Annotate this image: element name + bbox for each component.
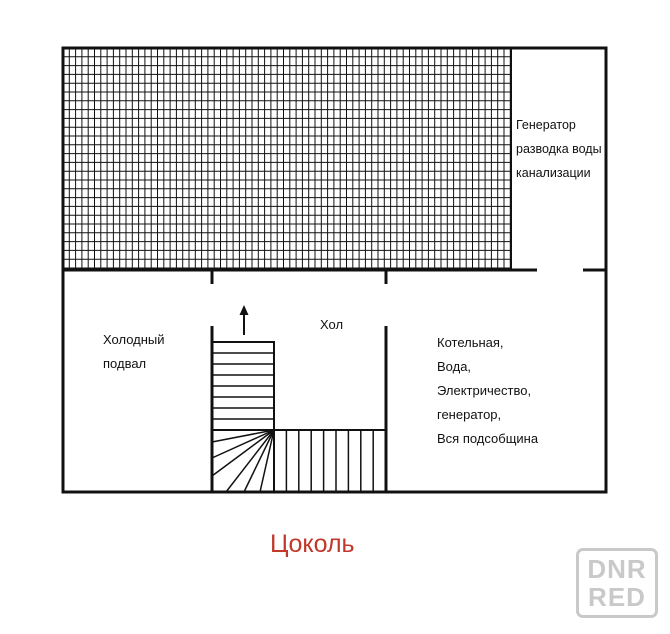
cold-cellar-line: подвал (103, 356, 147, 371)
boiler-room-line: Вода, (437, 359, 472, 374)
hall-label-text: Хол (320, 317, 344, 332)
watermark-logo: DNR RED (576, 548, 658, 618)
cold-cellar-line: Холодный (103, 332, 165, 347)
cold-cellar-label: Холодный подвал (103, 328, 165, 376)
stair-tread (243, 429, 275, 493)
stair-flight-lower (273, 429, 387, 493)
stair-tread (211, 429, 275, 477)
boiler-room-label: Котельная, Вода, Электричество, генерато… (437, 331, 538, 451)
stair-tread (225, 429, 275, 493)
hatched-area (62, 47, 511, 270)
stair-steps-upper (212, 352, 274, 420)
utility-room-line: разводка воды (516, 142, 602, 156)
stair-tread (211, 429, 275, 443)
stair-winder-steps (211, 429, 275, 493)
boiler-room-line: Вся подсобщина (437, 431, 539, 446)
stair-tread (211, 429, 275, 459)
boiler-room-line: генератор, (437, 407, 502, 422)
utility-room-line: Генератор (516, 118, 576, 132)
stair-winder (211, 429, 275, 493)
watermark-line: RED (588, 582, 646, 612)
stair-tread (259, 429, 275, 493)
boiler-room-line: Котельная, (437, 335, 504, 350)
stair-steps-lower (285, 430, 387, 492)
stair-arrow-head (239, 305, 249, 315)
watermark-line: DNR (587, 554, 647, 584)
boiler-room-line: Электричество, (437, 383, 532, 398)
utility-room-line: канализации (516, 166, 591, 180)
utility-room-label: Генератор разводка воды канализации (516, 113, 602, 185)
hall-label: Хол (320, 313, 343, 337)
floor-title: Цоколь (270, 530, 355, 558)
